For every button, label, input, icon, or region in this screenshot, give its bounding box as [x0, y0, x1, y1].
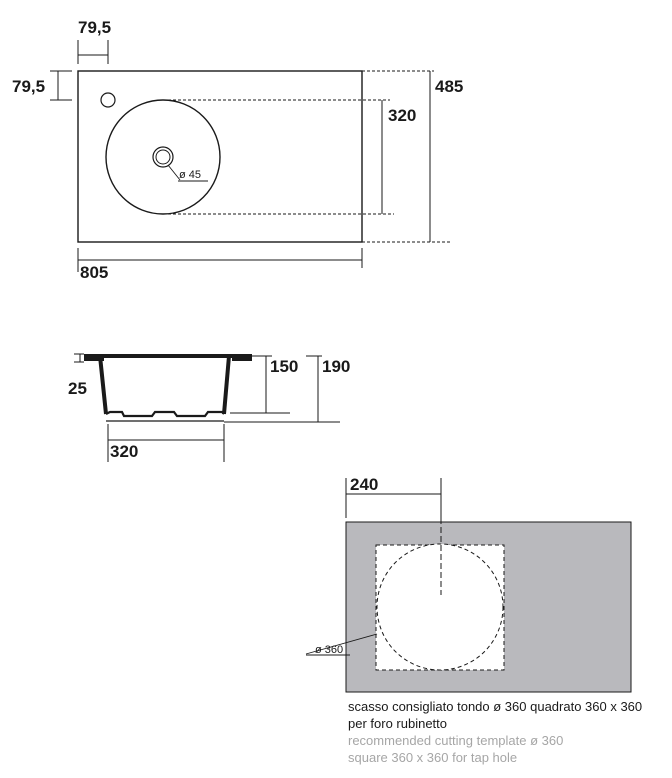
side-view	[74, 353, 340, 462]
top-view	[50, 40, 452, 272]
bowl-width-label: 320	[110, 442, 138, 461]
depth-label: 485	[435, 77, 463, 96]
top-view-labels: 79,5 79,5 485 320 ø 45 805	[12, 18, 463, 282]
cutout-template	[305, 478, 632, 693]
bowl-depth-label: 150	[270, 357, 298, 376]
tap-offset-x-label: 79,5	[78, 18, 111, 37]
cutout-labels: 240 ø 360	[315, 475, 378, 656]
note-italian-line2: per foro rubinetto	[348, 716, 448, 731]
drain-diameter-label: ø 45	[179, 169, 201, 181]
cutout-diameter-leader	[305, 633, 378, 655]
bowl-right-wall	[222, 355, 231, 415]
note-italian-line1: scasso consigliato tondo ø 360 quadrato …	[348, 699, 643, 714]
note-english-line2: square 360 x 360 for tap hole	[348, 750, 518, 765]
tap-hole	[100, 92, 116, 108]
total-height-label: 190	[322, 357, 350, 376]
drain-leader	[167, 164, 181, 181]
bowl-bottom-profile	[105, 410, 225, 418]
basin-outline	[77, 70, 363, 243]
rim-right-ear	[232, 354, 252, 361]
bowl-circle	[105, 99, 221, 215]
tap-offset-y-label: 79,5	[12, 77, 45, 96]
cutout-diameter-label: ø 360	[315, 644, 343, 656]
rim-top	[84, 354, 252, 358]
drain-hole-outer	[152, 146, 174, 168]
bowl-left-wall	[98, 355, 108, 415]
rim-thickness-label: 25	[68, 379, 87, 398]
round-cutout	[376, 543, 504, 671]
bowl-diameter-label: 320	[388, 106, 416, 125]
width-label: 805	[80, 263, 108, 282]
side-view-labels: 25 150 190 320	[68, 357, 350, 461]
rim-left-ear	[84, 354, 104, 361]
cutout-note: scasso consigliato tondo ø 360 quadrato …	[348, 698, 670, 766]
drain-hole-inner	[155, 149, 171, 165]
note-english-line1: recommended cutting template ø 360	[348, 733, 564, 748]
cutout-offset-label: 240	[350, 475, 378, 494]
